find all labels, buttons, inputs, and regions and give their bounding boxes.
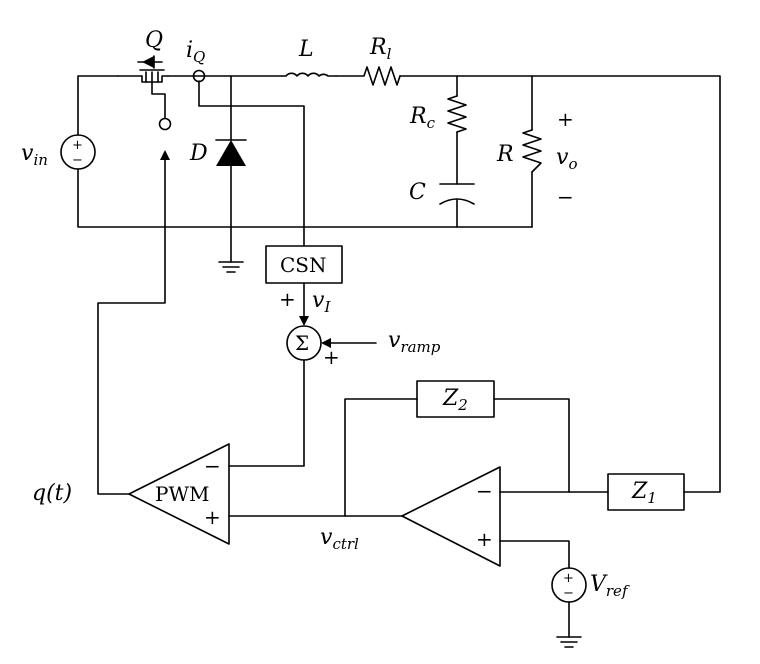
power-stage-wiring	[77, 75, 721, 493]
rc-label: Rc	[409, 104, 436, 132]
ea-plus: +	[476, 527, 493, 551]
r-label: R	[496, 142, 514, 167]
z2-block	[416, 380, 495, 418]
l-label: L	[298, 37, 314, 62]
pwm-minus: −	[204, 454, 221, 478]
iq-label: iQ	[186, 38, 205, 66]
qt-label: q(t)	[32, 481, 72, 506]
pwm-plus: +	[204, 505, 221, 529]
vo-minus: −	[557, 185, 574, 209]
ramp-plus: +	[323, 345, 340, 369]
pwm-comparator	[128, 443, 230, 545]
source-plus: +	[72, 138, 83, 153]
gate-arrowhead	[160, 150, 170, 160]
reference-voltage-source: + −	[551, 567, 587, 603]
pwm-label: PWM	[155, 482, 210, 506]
vref-source-plus: +	[563, 571, 574, 586]
vo-label: vo	[556, 145, 577, 173]
z2-label: Z2	[442, 386, 468, 414]
vi-label: vI	[312, 288, 331, 316]
z2-left-wire	[344, 398, 418, 517]
ground-symbol-diode	[218, 261, 244, 273]
source-minus: −	[72, 153, 83, 168]
vin-label: vin	[21, 141, 48, 169]
z2-right-wire	[493, 398, 570, 493]
vref-label: Vref	[590, 572, 630, 600]
resistor-load-r	[522, 129, 542, 173]
gate-drive-wire	[97, 157, 166, 495]
inductor-l	[281, 72, 337, 77]
q-label: Q	[145, 28, 163, 53]
z1-block	[607, 473, 685, 511]
resistor-rl	[335, 66, 401, 86]
ramp-arrowhead	[321, 338, 331, 348]
vref-source-minus: −	[563, 586, 574, 601]
input-voltage-source: + −	[60, 134, 96, 170]
ground-symbol-vref	[556, 636, 582, 648]
summer-to-pwm-wire	[228, 359, 305, 467]
mosfet-switch-q	[117, 55, 206, 131]
z1-label: Z1	[631, 479, 657, 507]
vo-plus: +	[557, 107, 574, 131]
vramp-label: vramp	[388, 328, 441, 356]
vref-wire	[499, 540, 570, 569]
error-amplifier	[401, 466, 501, 567]
vi-plus: +	[279, 287, 296, 311]
csn-label: CSN	[280, 253, 327, 277]
csn-arrowhead	[299, 316, 309, 326]
ea-minus: −	[476, 479, 493, 503]
rl-label: Rl	[369, 35, 392, 63]
vctrl-label: vctrl	[320, 525, 359, 553]
diode-d	[215, 139, 247, 166]
resistor-rc	[447, 95, 467, 133]
c-label: C	[409, 180, 426, 205]
sigma-label: Σ	[295, 331, 309, 355]
capacitor-c	[439, 183, 475, 205]
d-label: D	[189, 141, 208, 166]
